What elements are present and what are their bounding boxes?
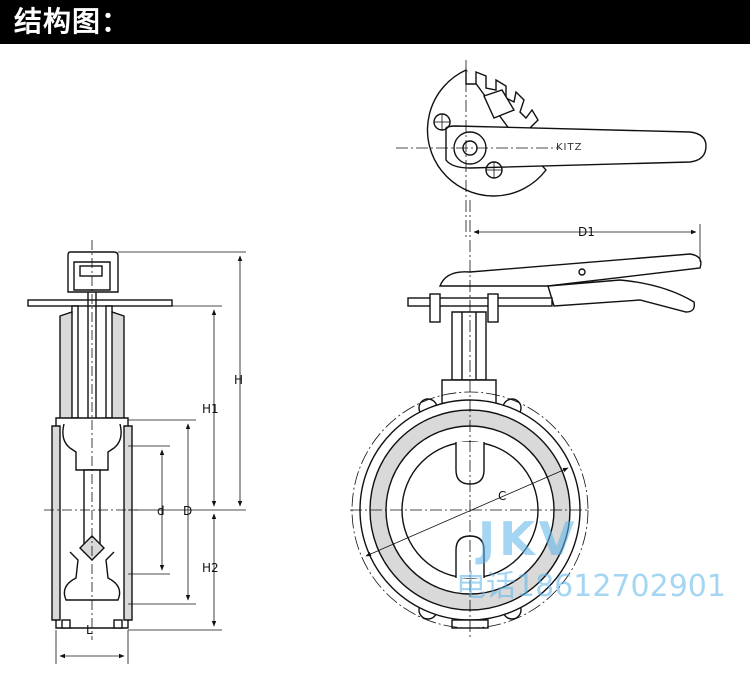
dim-l-label: L [86,623,93,637]
side-section-view [27,240,173,640]
header-bar: 结构图： [0,0,750,44]
dim-d1-label: D1 [578,225,595,239]
dim-c-label: C [498,489,506,503]
left-dimensions [55,251,246,664]
page-title: 结构图： [14,5,131,38]
handle-top-view [396,60,707,240]
dim-h2-label: H2 [202,561,219,575]
watermark-phone: 电话18612702901 [456,569,726,604]
dim-d-small-label: d [157,504,165,518]
watermark-logo: JKV [475,512,578,566]
dim-h1-label: H1 [202,402,219,416]
d1-dimension [365,224,701,557]
handle-brand-text: KITZ [556,142,582,153]
dim-h-label: H [234,373,243,387]
dim-d-large-label: D [183,504,192,518]
